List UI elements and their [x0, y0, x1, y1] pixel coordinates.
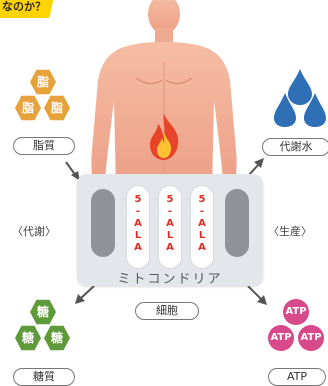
atp-label: ATP: [268, 368, 326, 386]
ala-char: -: [127, 206, 149, 218]
ala-char: A: [159, 218, 181, 230]
ala-capsule: 5 - A L A: [159, 186, 181, 268]
membrane-slot-left: [91, 189, 115, 257]
sugar-label: 糖質: [13, 368, 75, 386]
ala-char: A: [127, 218, 149, 230]
metabolism-label: 〈代謝〉: [12, 223, 56, 239]
ala-capsule: 5 - A L A: [191, 186, 213, 268]
ala-capsule: 5 - A L A: [127, 186, 149, 268]
atp-molecule: ATP: [283, 299, 309, 325]
ala-char: -: [191, 206, 213, 218]
ala-char: -: [159, 206, 181, 218]
production-label: 〈生産〉: [268, 223, 312, 239]
ala-char: A: [191, 218, 213, 230]
ala-char: L: [159, 230, 181, 242]
ala-char: A: [191, 242, 213, 254]
cell-label: 細胞: [135, 302, 199, 320]
ala-char: L: [191, 230, 213, 242]
ala-char: L: [127, 230, 149, 242]
ala-char: 5: [191, 194, 213, 206]
ala-char: A: [159, 242, 181, 254]
membrane-slot-right: [225, 189, 249, 257]
ala-char: 5: [127, 194, 149, 206]
atp-molecule: ATP: [298, 325, 324, 351]
ala-char: A: [127, 242, 149, 254]
ala-char: 5: [159, 194, 181, 206]
atp-molecule: ATP: [268, 325, 294, 351]
mitochondria-label: ミトコンドリア: [77, 268, 263, 287]
mitochondria-box: 5 - A L A 5 - A L A 5 - A L A ミトコンドリア: [77, 174, 263, 286]
